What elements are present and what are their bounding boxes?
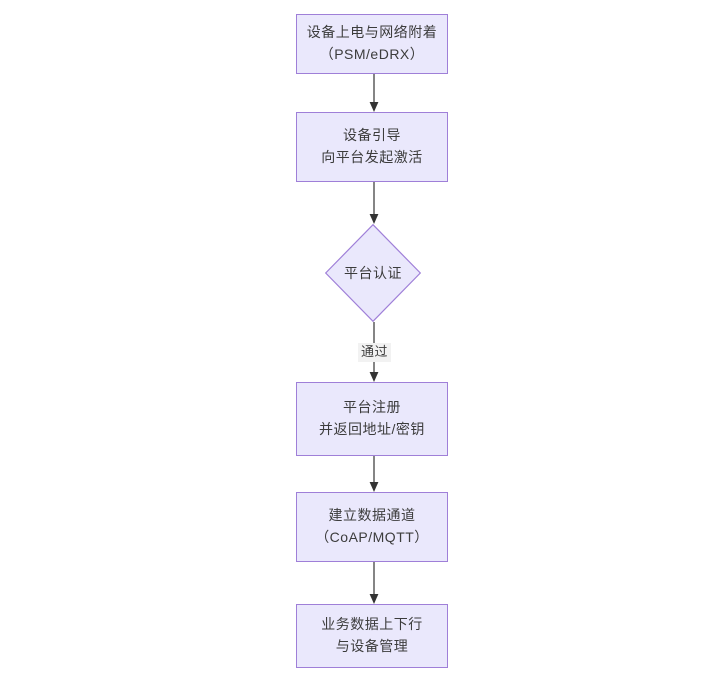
node-device-bootstrap-line1: 设备引导 <box>343 127 401 144</box>
node-device-power-on-line1: 设备上电与网络附着 <box>306 24 438 41</box>
node-platform-registration-line1: 平台注册 <box>343 399 401 416</box>
connector-power-on-to-bootstrap <box>366 74 382 112</box>
connector-data-channel-to-business-data <box>366 562 382 604</box>
node-data-channel[interactable]: 建立数据通道 （CoAP/MQTT） <box>296 492 448 562</box>
connector-bootstrap-to-platform-auth <box>366 182 382 224</box>
connector-platform-register-to-data-channel <box>366 456 382 492</box>
node-device-bootstrap-line2: 向平台发起激活 <box>321 149 423 165</box>
node-data-channel-line2: （CoAP/MQTT） <box>315 529 429 545</box>
node-business-data-line1: 业务数据上下行 <box>321 616 423 633</box>
node-platform-authentication-label: 平台认证 <box>344 265 402 281</box>
node-platform-registration-line2: 并返回地址/密钥 <box>319 421 425 437</box>
node-platform-authentication[interactable]: 平台认证 <box>325 224 421 322</box>
node-device-bootstrap[interactable]: 设备引导 向平台发起激活 <box>296 112 448 182</box>
edge-label-pass: 通过 <box>358 343 392 362</box>
diamond-shape-icon <box>325 224 421 322</box>
node-device-power-on[interactable]: 设备上电与网络附着 （PSM/eDRX） <box>296 14 448 74</box>
node-data-channel-line1: 建立数据通道 <box>328 507 416 524</box>
node-platform-registration[interactable]: 平台注册 并返回地址/密钥 <box>296 382 448 456</box>
node-business-data[interactable]: 业务数据上下行 与设备管理 <box>296 604 448 668</box>
node-device-power-on-line2: （PSM/eDRX） <box>319 46 425 62</box>
node-business-data-line2: 与设备管理 <box>335 638 409 654</box>
